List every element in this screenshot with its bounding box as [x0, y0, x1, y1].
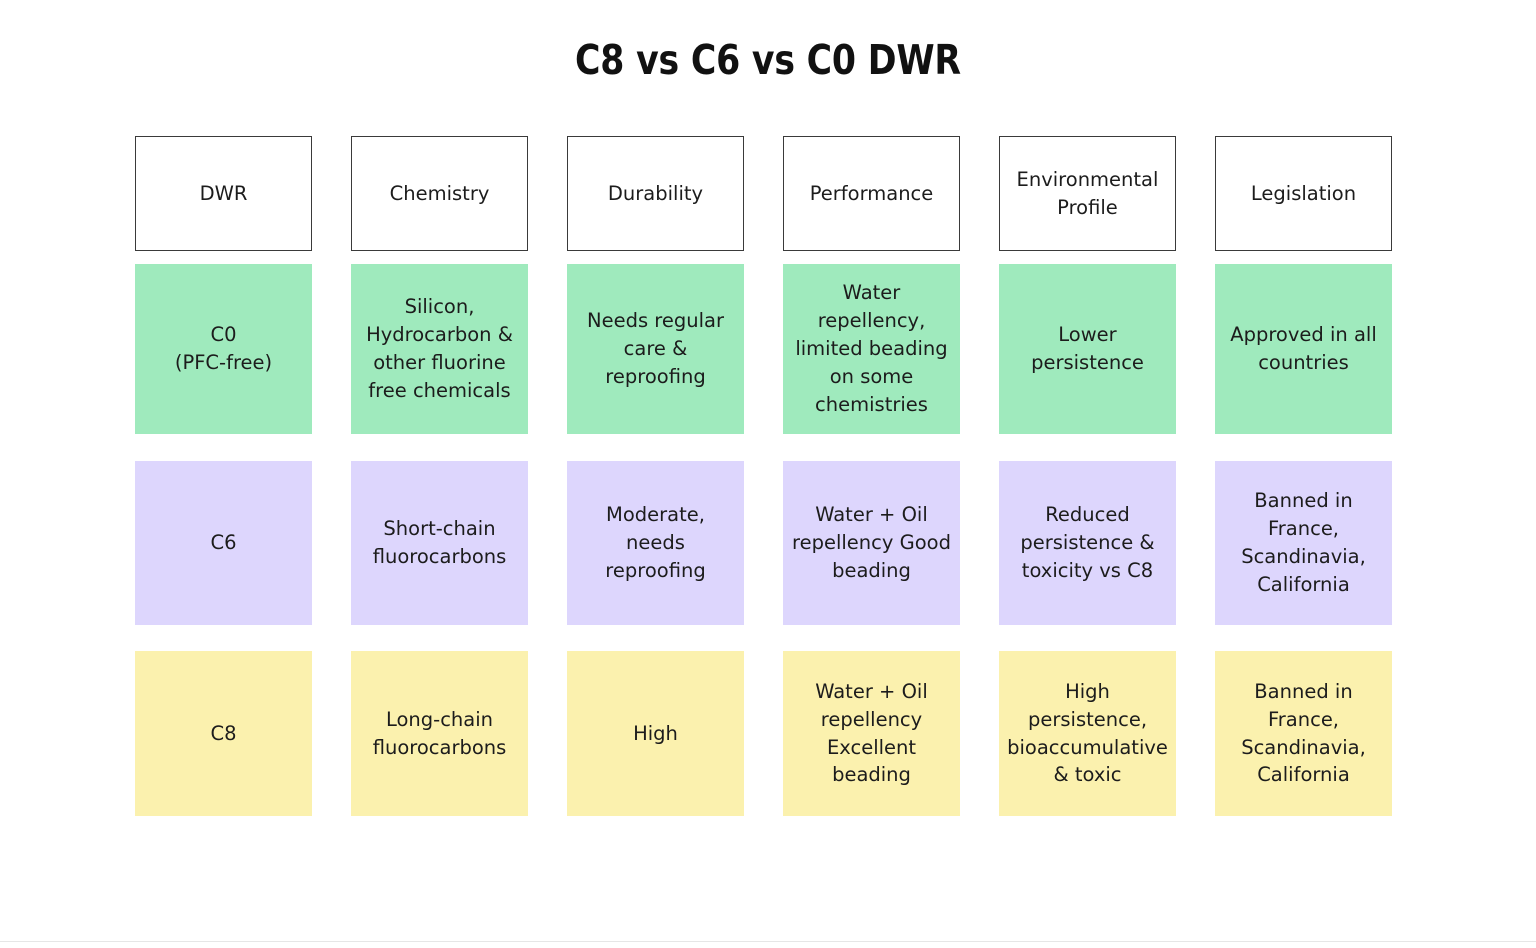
header-cell-dwr: DWR — [135, 136, 312, 251]
cell-c8-performance: Water + Oil repellency Excellent beading — [783, 651, 960, 816]
page-title: C8 vs C6 vs C0 DWR — [575, 36, 961, 84]
cell-c8-chemistry: Long-chain fluorocarbons — [351, 651, 528, 816]
table-row-c8: C8 Long-chain fluorocarbons High Water +… — [135, 651, 1392, 816]
cell-c0-dwr: C0 (PFC-free) — [135, 264, 312, 434]
cell-c6-chemistry: Short-chain fluorocarbons — [351, 461, 528, 625]
cell-c0-chemistry: Silicon, Hydrocarbon & other fluorine fr… — [351, 264, 528, 434]
cell-c8-dwr: C8 — [135, 651, 312, 816]
bottom-divider — [0, 941, 1536, 942]
cell-c0-environmental-profile: Lower persistence — [999, 264, 1176, 434]
cell-c6-legislation: Banned in France, Scandinavia, Californi… — [1215, 461, 1392, 625]
cell-c0-performance: Water repellency, limited beading on som… — [783, 264, 960, 434]
table-row-c0: C0 (PFC-free) Silicon, Hydrocarbon & oth… — [135, 264, 1392, 434]
table-row-c6: C6 Short-chain fluorocarbons Moderate, n… — [135, 461, 1392, 625]
cell-c6-environmental-profile: Reduced persistence & toxicity vs C8 — [999, 461, 1176, 625]
header-cell-legislation: Legislation — [1215, 136, 1392, 251]
header-cell-performance: Performance — [783, 136, 960, 251]
cell-c0-legislation: Approved in all countries — [1215, 264, 1392, 434]
header-cell-durability: Durability — [567, 136, 744, 251]
cell-c8-environmental-profile: High persistence, bioaccumulative & toxi… — [999, 651, 1176, 816]
cell-c6-dwr: C6 — [135, 461, 312, 625]
cell-c6-performance: Water + Oil repellency Good beading — [783, 461, 960, 625]
cell-c8-legislation: Banned in France, Scandinavia, Californi… — [1215, 651, 1392, 816]
table-header-row: DWR Chemistry Durability Performance Env… — [135, 136, 1392, 251]
header-cell-environmental-profile: Environmental Profile — [999, 136, 1176, 251]
cell-c6-durability: Moderate, needs reproofing — [567, 461, 744, 625]
cell-c0-durability: Needs regular care & reproofing — [567, 264, 744, 434]
comparison-table: DWR Chemistry Durability Performance Env… — [135, 136, 1392, 816]
header-cell-chemistry: Chemistry — [351, 136, 528, 251]
cell-c8-durability: High — [567, 651, 744, 816]
